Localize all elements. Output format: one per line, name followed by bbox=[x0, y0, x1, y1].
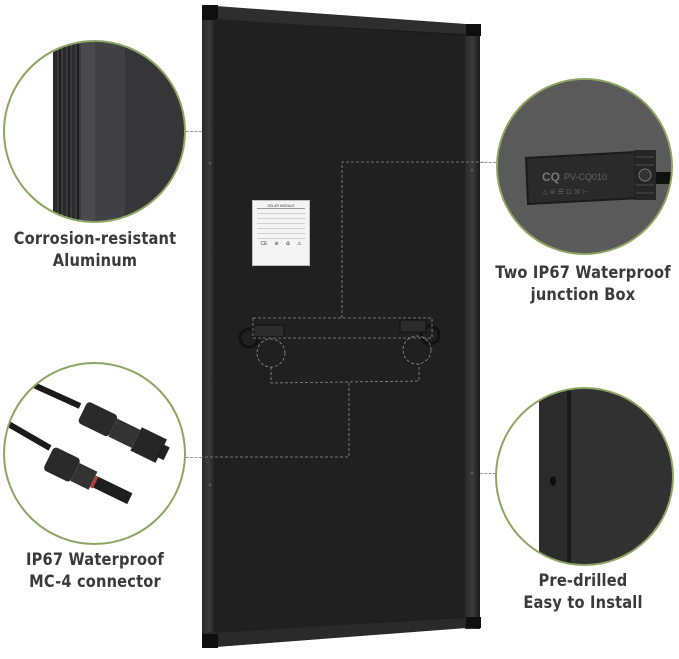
solar-panel-graphic bbox=[202, 5, 487, 648]
specification-label: SOLAR MODULE CE ⊕ ♻ ⚠ bbox=[252, 200, 310, 266]
certification-icons: CE ⊕ ♻ ⚠ bbox=[257, 241, 305, 247]
ce-mark-icon: CE bbox=[260, 241, 268, 247]
leader-line-aluminum bbox=[186, 131, 202, 132]
callout-mc4-connector bbox=[3, 362, 186, 545]
svg-text:△ ⊜ ☰ ⊡ ☒ ⊢: △ ⊜ ☰ ⊡ ☒ ⊢ bbox=[542, 188, 589, 196]
caption-mc4-connector: IP67 Waterproof MC-4 connector bbox=[26, 550, 164, 592]
callout-aluminum-frame bbox=[3, 40, 186, 223]
solar-panel-back bbox=[202, 5, 487, 648]
callout-pre-drilled bbox=[495, 387, 674, 566]
leader-line-pre-drilled bbox=[480, 473, 496, 474]
caption-junction-box: Two IP67 Waterproof junction Box bbox=[495, 263, 671, 305]
recycle-icon: ♻ bbox=[285, 241, 291, 247]
junction-box-closeup-icon: CQ PV-CQ010 △ ⊜ ☰ ⊡ ☒ ⊢ bbox=[498, 80, 671, 253]
pre-drilled-hole-icon bbox=[539, 389, 672, 564]
leader-line-junction-box bbox=[480, 162, 496, 163]
junction-box-right bbox=[399, 319, 441, 346]
warning-icon: ⚠ bbox=[297, 241, 302, 247]
caption-aluminum: Corrosion-resistant Aluminum bbox=[13, 229, 177, 271]
svg-text:CQ: CQ bbox=[542, 170, 560, 184]
mc4-connector-icon bbox=[5, 369, 170, 505]
svg-text:PV-CQ010: PV-CQ010 bbox=[564, 172, 607, 182]
certification-icon: ⊕ bbox=[274, 241, 279, 247]
caption-pre-drilled: Pre-drilled Easy to Install bbox=[523, 571, 643, 613]
callout-junction-box: CQ PV-CQ010 △ ⊜ ☰ ⊡ ☒ ⊢ bbox=[496, 78, 673, 255]
leader-line-mc4 bbox=[186, 457, 202, 458]
aluminum-frame-closeup-icon bbox=[53, 42, 184, 221]
label-title: SOLAR MODULE bbox=[257, 204, 305, 209]
